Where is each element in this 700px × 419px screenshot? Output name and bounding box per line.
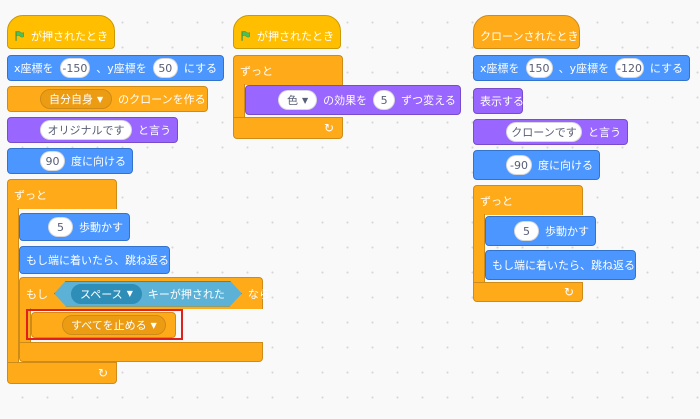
y-value-input-3[interactable]: -120 [615, 58, 644, 78]
goto-x-label-3: x座標を [480, 62, 520, 75]
if-then-block-footer [19, 342, 263, 362]
key-value: スペース [80, 287, 123, 301]
forever-block-header[interactable]: ずっと [7, 179, 117, 209]
show-label: 表示する [480, 95, 524, 108]
chevron-down-icon: ▼ [126, 289, 133, 298]
clone-hat-label: クローンされたとき [480, 30, 579, 43]
when-flag-clicked-hat-2[interactable]: が押されたとき [233, 15, 341, 49]
bounce-on-edge-block-3[interactable]: もし端に着いたら、跳ね返る [485, 250, 636, 280]
loop-arrow-icon: ↻ [97, 366, 108, 380]
clone-target-dropdown[interactable]: 自分自身 ▼ [40, 89, 113, 109]
move-steps-block[interactable]: 5 歩動かす [19, 213, 130, 241]
then-label: なら [247, 287, 270, 301]
point-in-direction-block[interactable]: 90 度に向ける [7, 148, 133, 174]
green-flag-icon [241, 30, 250, 41]
when-flag-clicked-hat[interactable]: が押されたとき [7, 15, 115, 49]
move-suffix: 歩動かす [79, 221, 123, 234]
forever-block-header-2[interactable]: ずっと [233, 55, 343, 85]
goto-y-label-3: 、y座標を [558, 62, 610, 75]
forever-block-footer-3: ↻ [473, 282, 583, 302]
goto-x-label: x座標を [14, 62, 54, 75]
loop-arrow-icon: ↻ [323, 121, 334, 135]
direction-suffix: 度に向ける [71, 155, 126, 168]
chevron-down-icon: ▼ [150, 320, 157, 330]
clone-target-value: 自分自身 [49, 93, 93, 106]
x-value-input-3[interactable]: 150 [525, 58, 553, 78]
goto-suffix: にする [183, 62, 217, 75]
move-steps-input-3[interactable]: 5 [514, 221, 539, 241]
stop-all-block[interactable]: すべてを止める▼ [31, 312, 176, 338]
change-effect-block[interactable]: 色▼ の効果を 5 ずつ変える [245, 85, 461, 115]
goto-y-label: 、y座標を [96, 62, 147, 75]
show-block[interactable]: 表示する [473, 88, 524, 114]
say-text-input-3[interactable]: クローンです [506, 122, 582, 142]
hat-label-2: が押されたとき [257, 30, 334, 43]
effect-suffix: の効果を [323, 94, 368, 107]
when-start-as-clone-hat[interactable]: クローンされたとき [473, 15, 580, 49]
move-suffix-3: 歩動かす [545, 225, 589, 238]
chevron-down-icon: ▼ [302, 95, 309, 105]
highlight-box [26, 309, 183, 340]
forever-arm-3 [473, 214, 485, 282]
move-steps-input[interactable]: 5 [48, 217, 73, 237]
say-suffix-3: と言う [588, 126, 621, 139]
goto-suffix-3: にする [649, 62, 683, 75]
direction-input[interactable]: 90 [40, 151, 65, 171]
say-block[interactable]: オリジナルです と言う [7, 117, 178, 143]
bounce-label: もし端に着いたら、跳ね返る [26, 254, 169, 267]
x-value-input[interactable]: -150 [59, 58, 91, 78]
stop-option-dropdown[interactable]: すべてを止める▼ [62, 315, 166, 335]
bounce-label-3: もし端に着いたら、跳ね返る [492, 259, 635, 272]
forever-block-footer-2: ↻ [233, 117, 343, 139]
go-to-xy-block-3[interactable]: x座標を 150 、y座標を -120 にする [473, 55, 690, 81]
chevron-down-icon: ▼ [97, 94, 104, 104]
forever-label-2: ずっと [240, 64, 273, 78]
key-dropdown[interactable]: スペース▼ [71, 284, 142, 304]
forever-block-footer: ↻ [7, 362, 117, 384]
direction-input-3[interactable]: -90 [506, 155, 532, 175]
loop-arrow-icon: ↻ [563, 285, 574, 299]
effect-dropdown[interactable]: 色▼ [278, 90, 318, 110]
key-suffix: キーが押された [147, 287, 225, 301]
forever-arm [7, 208, 19, 363]
if-label: もし [26, 287, 48, 301]
effect-value: 色 [287, 94, 298, 107]
effect-tail: ずつ変える [401, 94, 456, 107]
forever-label-3: ずっと [480, 194, 513, 208]
point-in-direction-block-3[interactable]: -90 度に向ける [473, 150, 600, 180]
effect-amount-input[interactable]: 5 [373, 90, 396, 110]
say-suffix: と言う [138, 124, 171, 137]
say-block-3[interactable]: クローンです と言う [473, 119, 628, 145]
clone-suffix: のクローンを作る [118, 93, 206, 106]
create-clone-block[interactable]: 自分自身 ▼ のクローンを作る [7, 86, 208, 112]
forever-arm-2 [233, 84, 245, 118]
go-to-xy-block[interactable]: x座標を -150 、y座標を 50 にする [7, 55, 224, 81]
y-value-input[interactable]: 50 [152, 58, 178, 78]
move-steps-block-3[interactable]: 5 歩動かす [485, 216, 596, 246]
say-text-input[interactable]: オリジナルです [40, 120, 132, 140]
if-then-block-header[interactable]: もし スペース▼ キーが押された なら [19, 277, 270, 309]
bounce-on-edge-block[interactable]: もし端に着いたら、跳ね返る [19, 246, 170, 274]
stop-option-value: すべてを止める [71, 319, 147, 332]
if-arm [19, 308, 31, 342]
key-pressed-condition[interactable]: スペース▼ キーが押された [54, 281, 242, 307]
forever-label: ずっと [14, 188, 47, 202]
hat-label: が押されたとき [31, 30, 108, 43]
forever-block-header-3[interactable]: ずっと [473, 185, 583, 215]
direction-suffix-3: 度に向ける [538, 159, 593, 172]
green-flag-icon [15, 30, 24, 41]
